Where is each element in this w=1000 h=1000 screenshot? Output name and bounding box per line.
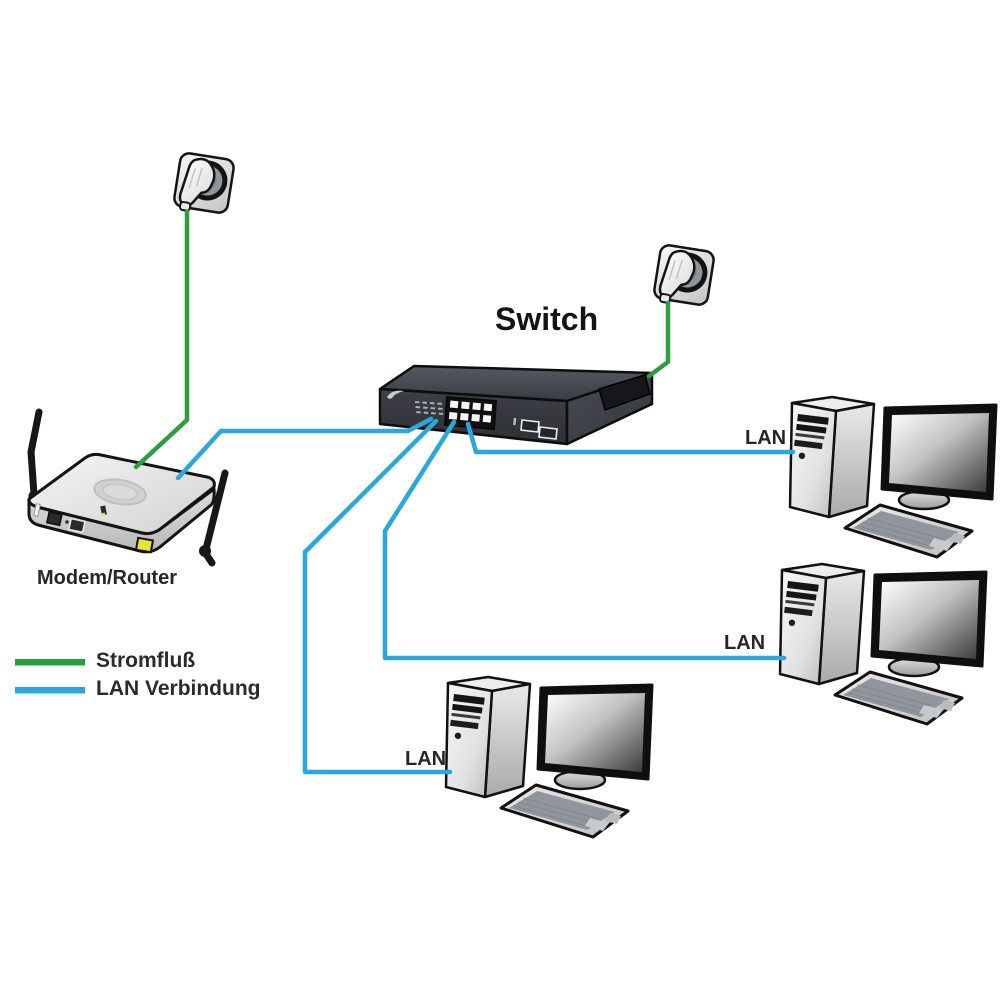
modem-led xyxy=(134,536,155,554)
legend-label-lan: LAN Verbindung xyxy=(96,677,261,700)
modem-port-2 xyxy=(68,517,86,534)
switch-logo-icon xyxy=(387,390,404,399)
antenna-right xyxy=(199,469,229,567)
desktop-pc-3 xyxy=(444,675,654,839)
legend-swatch-power xyxy=(15,659,85,666)
modem-port-1 xyxy=(45,510,63,527)
antenna-left xyxy=(27,408,43,502)
desktop-pc-1 xyxy=(788,395,998,559)
power-cable-modem xyxy=(133,209,190,470)
modem-router-label: Modem/Router xyxy=(37,567,177,589)
switch-sfp-port-1 xyxy=(520,419,540,433)
legend-label-power: Stromfluß xyxy=(96,649,196,672)
lan-cable-modem-switch xyxy=(175,416,434,481)
lan-label-pc3: LAN xyxy=(405,748,447,770)
switch-rj45-ports xyxy=(447,399,494,424)
switch-vent xyxy=(598,374,651,411)
switch-title: Switch xyxy=(495,301,599,337)
power-cable-switch xyxy=(646,300,671,379)
lan-cable-switch-pc1 xyxy=(465,421,796,455)
lan-label-pc2: LAN xyxy=(724,632,766,654)
lan-cable-switch-pc2 xyxy=(382,419,787,661)
power-outlet-left xyxy=(173,152,235,217)
switch-device xyxy=(378,364,654,446)
switch-sfp-port-2 xyxy=(538,426,558,440)
lan-label-pc1: LAN xyxy=(745,427,787,449)
desktop-pc-2 xyxy=(778,562,988,726)
modem-top-ring xyxy=(93,478,147,506)
power-outlet-right xyxy=(653,244,715,309)
lan-cable-switch-pc3 xyxy=(302,418,453,775)
modem-router-device xyxy=(27,408,229,567)
legend-swatch-lan xyxy=(15,687,85,694)
switch-led-matrix xyxy=(414,401,444,415)
